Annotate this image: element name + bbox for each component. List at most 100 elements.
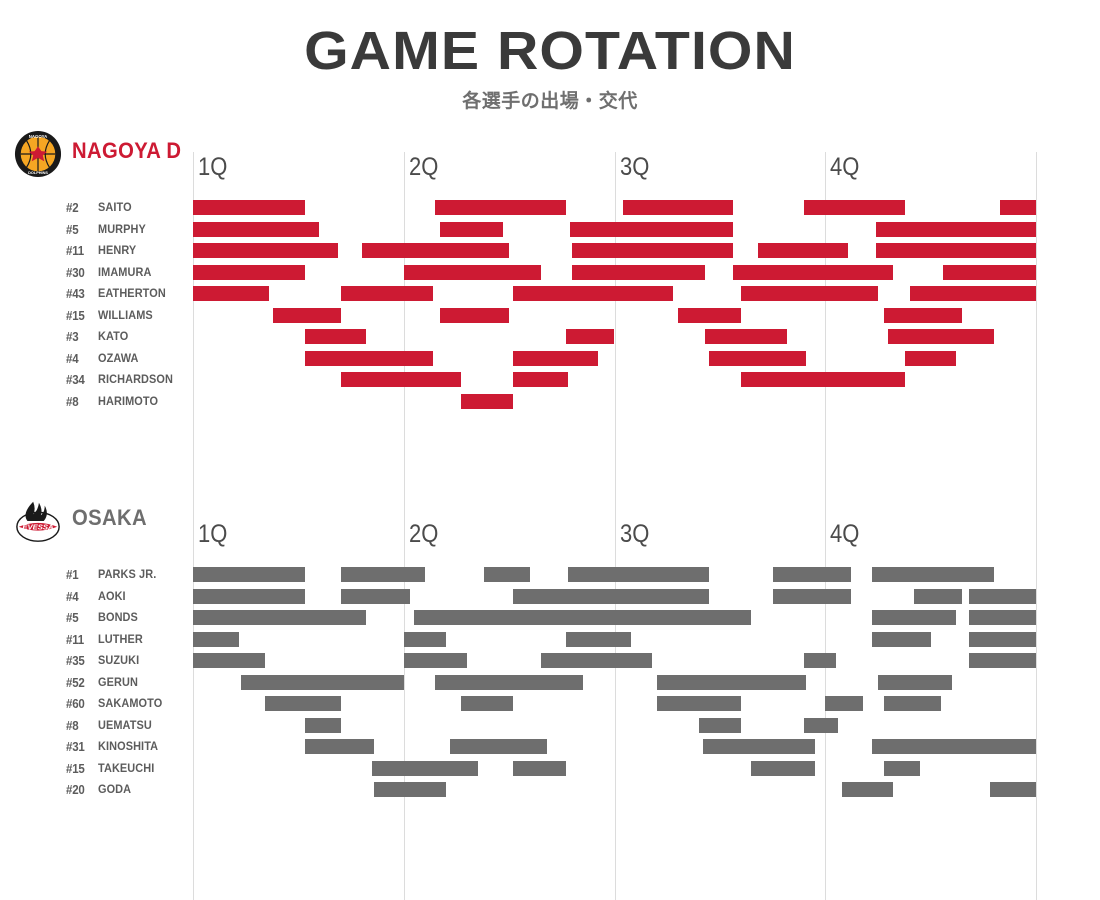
playing-time-segment[interactable]: [740, 286, 878, 301]
playing-time-segment[interactable]: [340, 286, 434, 301]
playing-time-segment[interactable]: [804, 717, 838, 733]
playing-time-segment[interactable]: [193, 200, 305, 215]
playing-time-segment[interactable]: [698, 717, 741, 733]
playing-time-segment[interactable]: [842, 782, 893, 797]
playing-time-segment[interactable]: [622, 221, 733, 237]
playing-time-segment[interactable]: [772, 567, 851, 582]
playing-time-segment[interactable]: [264, 696, 341, 711]
playing-time-segment[interactable]: [804, 653, 836, 668]
playing-time-segment[interactable]: [570, 221, 623, 237]
playing-time-segment[interactable]: [193, 610, 366, 625]
playing-time-segment[interactable]: [732, 264, 893, 280]
playing-time-segment[interactable]: [193, 221, 320, 237]
playing-time-segment[interactable]: [540, 653, 653, 668]
playing-time-segment[interactable]: [1000, 200, 1036, 215]
playing-time-segment[interactable]: [905, 350, 956, 366]
playing-time-segment[interactable]: [871, 567, 994, 582]
playing-time-segment[interactable]: [566, 631, 632, 647]
playing-time-segment[interactable]: [968, 653, 1036, 668]
playing-time-segment[interactable]: [304, 717, 341, 733]
playing-time-segment[interactable]: [913, 588, 963, 604]
playing-time-segment[interactable]: [513, 372, 569, 387]
playing-time-segment[interactable]: [483, 567, 531, 582]
playing-time-segment[interactable]: [884, 307, 963, 323]
playing-time-segment[interactable]: [884, 760, 921, 776]
playing-time-segment[interactable]: [372, 760, 478, 776]
playing-time-segment[interactable]: [572, 264, 706, 280]
playing-time-segment[interactable]: [968, 588, 1036, 604]
playing-time-segment[interactable]: [374, 782, 446, 797]
playing-time-segment[interactable]: [989, 782, 1036, 797]
playing-time-segment[interactable]: [566, 329, 615, 344]
playing-time-segment[interactable]: [703, 739, 815, 754]
playing-time-segment[interactable]: [943, 264, 1036, 280]
playing-time-segment[interactable]: [656, 674, 807, 690]
playing-time-segment[interactable]: [193, 588, 305, 604]
playing-time-segment[interactable]: [193, 567, 305, 582]
playing-time-segment[interactable]: [909, 286, 1036, 301]
playing-time-segment[interactable]: [193, 243, 339, 258]
playing-time-segment[interactable]: [757, 243, 849, 258]
playing-time-segment[interactable]: [403, 653, 467, 668]
playing-time-segment[interactable]: [513, 588, 710, 604]
playing-time-segment[interactable]: [193, 286, 269, 301]
playing-time-segment[interactable]: [193, 264, 305, 280]
playing-time-segment[interactable]: [439, 221, 503, 237]
playing-time-segment[interactable]: [875, 243, 1036, 258]
playing-time-segment[interactable]: [884, 696, 942, 711]
playing-time-segment[interactable]: [435, 200, 567, 215]
playing-time-segment[interactable]: [513, 350, 598, 366]
playing-time-segment[interactable]: [340, 372, 461, 387]
playing-time-segment[interactable]: [740, 372, 906, 387]
playing-time-segment[interactable]: [304, 739, 375, 754]
playing-time-segment[interactable]: [435, 674, 583, 690]
playing-time-segment[interactable]: [304, 350, 434, 366]
playing-time-segment[interactable]: [572, 243, 733, 258]
playing-time-segment[interactable]: [439, 307, 510, 323]
playing-time-segment[interactable]: [875, 221, 1036, 237]
playing-time-segment[interactable]: [241, 674, 404, 690]
playing-time-segment[interactable]: [273, 307, 341, 323]
playing-time-segment[interactable]: [340, 567, 425, 582]
playing-time-segment[interactable]: [622, 200, 733, 215]
playing-time-segment[interactable]: [825, 696, 864, 711]
playing-time-segment[interactable]: [460, 393, 514, 409]
playing-time-segment[interactable]: [804, 200, 906, 215]
playing-time-segment[interactable]: [751, 760, 815, 776]
playing-time-segment[interactable]: [772, 588, 851, 604]
playing-time-segment[interactable]: [871, 631, 931, 647]
playing-time-segment[interactable]: [656, 696, 741, 711]
playing-time-segment[interactable]: [403, 631, 446, 647]
playing-time-segment[interactable]: [568, 567, 710, 582]
playing-time-segment[interactable]: [513, 760, 567, 776]
playing-time-segment[interactable]: [304, 329, 366, 344]
playing-time-segment[interactable]: [361, 243, 510, 258]
playing-time-segment[interactable]: [677, 307, 741, 323]
playing-time-segment[interactable]: [968, 631, 1036, 647]
playing-time-segment[interactable]: [450, 739, 548, 754]
playing-time-segment[interactable]: [968, 610, 1036, 625]
playing-time-segment[interactable]: [460, 696, 514, 711]
playing-time-segment[interactable]: [877, 674, 952, 690]
playing-time-segment[interactable]: [414, 610, 752, 625]
playing-time-segment[interactable]: [888, 329, 994, 344]
playing-time-segment[interactable]: [340, 588, 411, 604]
playing-time-segment[interactable]: [513, 286, 674, 301]
